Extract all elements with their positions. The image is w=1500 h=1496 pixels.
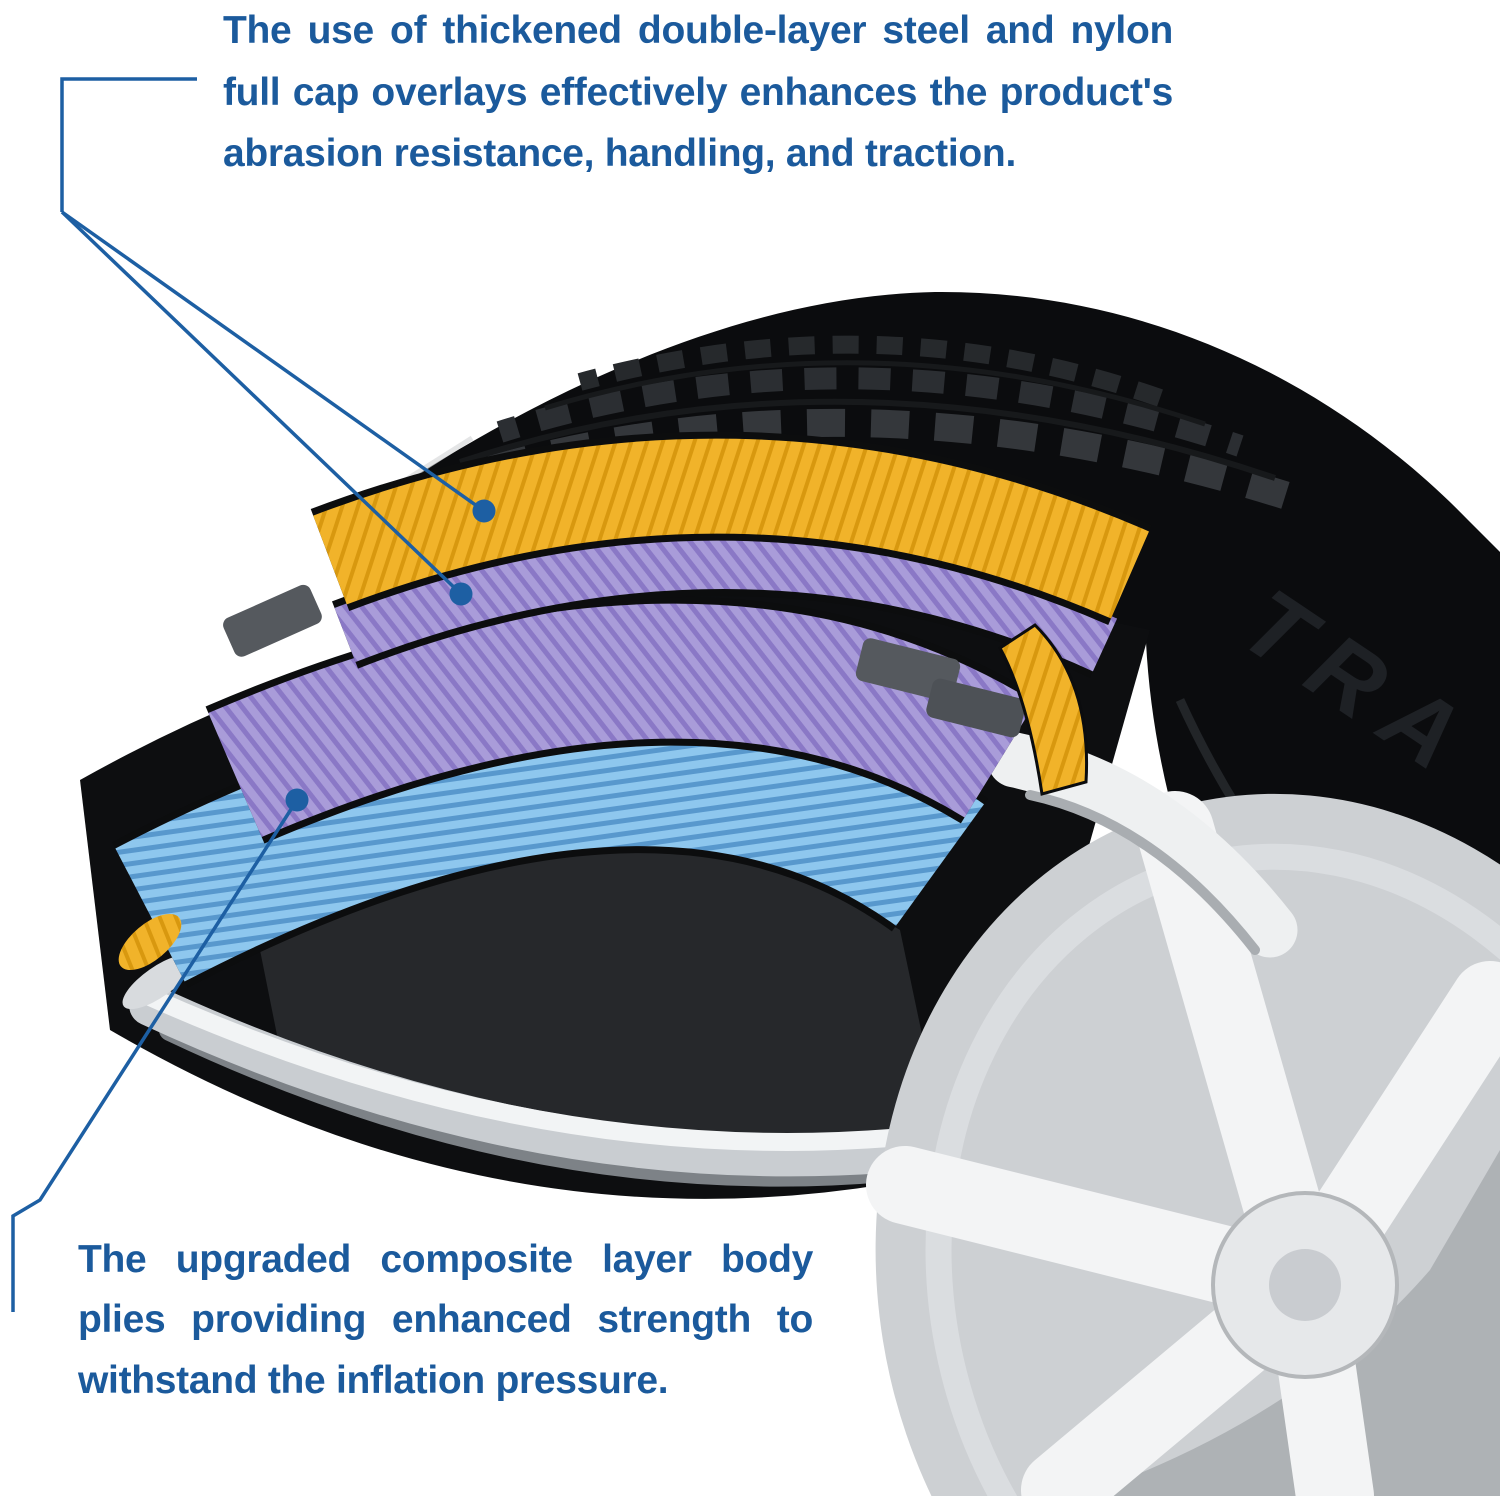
- inner-cavity: [250, 836, 940, 1158]
- annotation-body-plies: The upgraded composite layer body plies …: [78, 1238, 813, 1402]
- bead-silver-tip: [122, 954, 194, 1010]
- belt-clip: [926, 678, 1026, 738]
- tread-rubber-shape: [370, 291, 1500, 1240]
- rim-flange: [129, 984, 976, 1187]
- leader-line-bottom: [11, 799, 299, 1312]
- leader-line-to-cap: [60, 210, 486, 513]
- callout-dot-body-ply: [285, 788, 309, 812]
- callout-graphics: [11, 77, 486, 1312]
- rim-barrel-shade: [1025, 790, 1260, 955]
- alloy-wheel: [866, 732, 1500, 1496]
- wheel-hub-center: [1269, 1249, 1341, 1321]
- callout-dot-belt: [449, 582, 473, 606]
- belt-clip: [223, 584, 322, 657]
- steel-belt-lower-layer: [208, 603, 1036, 838]
- nylon-cap-overlay-layer: [313, 438, 1149, 619]
- tread-pattern: [425, 335, 1305, 514]
- composite-body-ply-layer: [115, 696, 984, 982]
- leader-line-top-bracket: [60, 77, 197, 212]
- leader-line-to-belt: [60, 210, 463, 596]
- annotation-cap-overlays: The use of thickened double-layer steel …: [223, 9, 1173, 176]
- belt-clips: [223, 584, 1026, 738]
- callout-dot-cap: [472, 499, 496, 523]
- bead-cap-yellow: [118, 913, 182, 971]
- wheel-shadow: [1080, 1150, 1500, 1496]
- cap-wrap-sliver: [998, 623, 1089, 796]
